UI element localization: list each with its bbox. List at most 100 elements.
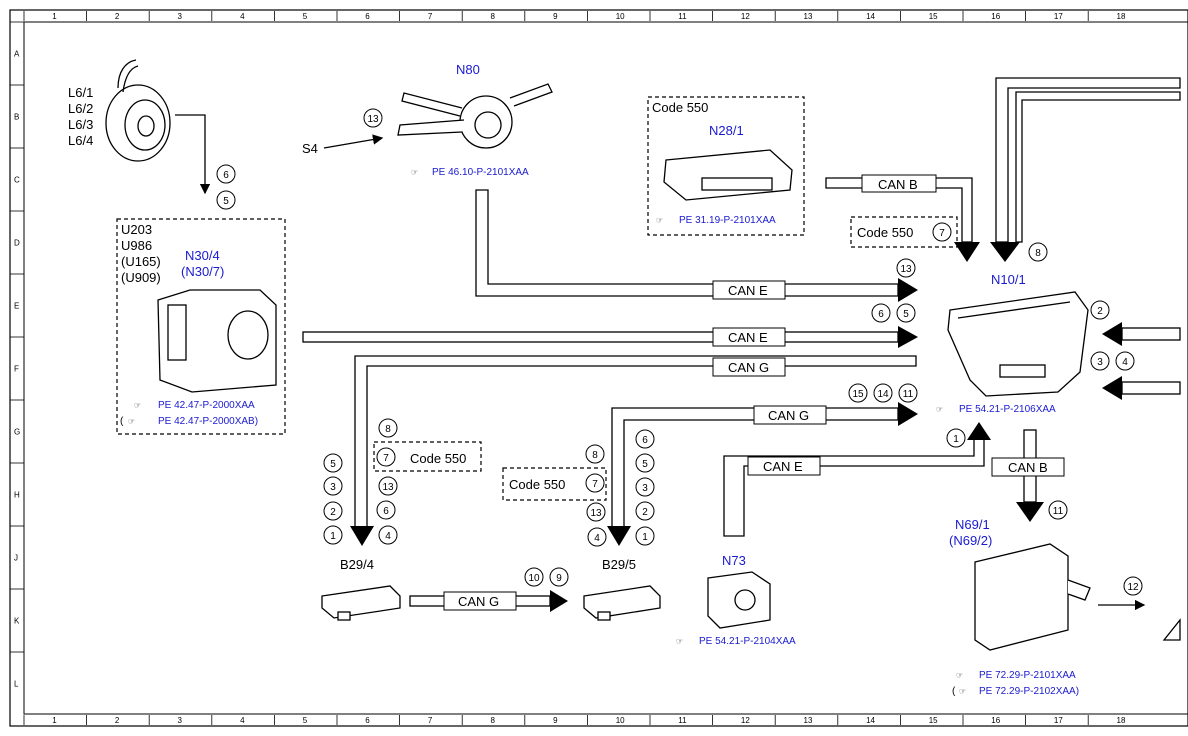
n30-4-ref1: PE 42.47-P-2000XAA — [158, 400, 255, 411]
grid-column-label: 14 — [866, 12, 875, 21]
n73-label: N73 — [722, 553, 746, 568]
callout-circle — [898, 383, 918, 403]
grid-row-label: A — [14, 50, 20, 59]
door-module-icon — [974, 543, 1069, 651]
callout-number: 2 — [330, 507, 336, 518]
callout-circle — [216, 164, 236, 184]
s4-label: S4 — [302, 141, 318, 156]
n10-1-ref: PE 54.21-P-2106XAA — [959, 404, 1056, 415]
callout-circle — [1028, 242, 1048, 262]
ref-hand-icon: ☞ — [656, 216, 663, 225]
callout-circle — [587, 527, 607, 547]
callout-number: 3 — [642, 483, 648, 494]
callout-number: 5 — [330, 459, 336, 470]
wire-can-e-2 — [302, 331, 899, 343]
n28-1-label: N28/1 — [709, 123, 744, 138]
grid-column-label: 16 — [991, 716, 1000, 725]
n10-1-label: N10/1 — [991, 272, 1026, 287]
callout-circle — [635, 526, 655, 546]
bus-labels: CAN B Code 550 CAN E CAN E CAN G CAN G C… — [373, 174, 1065, 611]
code550-box — [647, 96, 805, 236]
callout-circle — [871, 303, 891, 323]
grid-column-label: 7 — [428, 716, 433, 725]
callout-number: 4 — [594, 533, 600, 544]
callout-circle — [848, 383, 868, 403]
grid-column-label: 9 — [553, 12, 558, 21]
callout-circle — [586, 502, 606, 522]
ref-paren: ( — [952, 686, 956, 697]
can-b-label: CAN B — [1008, 460, 1048, 475]
callout-circle — [323, 501, 343, 521]
wire-can-e-1 — [475, 189, 899, 297]
n69-1-ref1: PE 72.29-P-2101XAA — [979, 670, 1076, 681]
grid-column-label: 4 — [240, 12, 245, 21]
callout-circle — [873, 383, 893, 403]
callout-number: 4 — [1122, 357, 1128, 368]
callout-circle — [635, 501, 655, 521]
grid-column-label: 8 — [491, 716, 496, 725]
n80-ref: PE 46.10-P-2101XAA — [432, 167, 529, 178]
grid-column-label: 18 — [1117, 12, 1126, 21]
n28-1-component: Code 550 N28/1 ☞ PE 31.19-P-2101XAA — [647, 96, 805, 236]
n30-4-ref2: PE 42.47-P-2000XAB) — [158, 416, 258, 427]
grid-column-label: 8 — [491, 12, 496, 21]
grid-column-label: 9 — [553, 716, 558, 725]
callout-circle — [524, 567, 544, 587]
callout-circle — [932, 222, 952, 242]
sensor-icon — [583, 585, 661, 619]
callout-number: 6 — [642, 435, 648, 446]
outer-frame — [9, 9, 1188, 727]
ref-hand-icon: ☞ — [411, 168, 418, 177]
can-g-label: CAN G — [728, 360, 769, 375]
callout-number: 1 — [642, 532, 648, 543]
wire-can-e-3 — [723, 437, 985, 537]
grid-row-label: F — [14, 365, 19, 374]
callout-number: 3 — [330, 482, 336, 493]
callout-circle — [378, 418, 398, 438]
n73-component: N73 ☞ PE 54.21-P-2104XAA — [676, 553, 796, 647]
variant-label: U986 — [121, 238, 152, 253]
callout-circle — [946, 428, 966, 448]
n30-7-label: (N30/7) — [181, 264, 224, 279]
callout-number: 13 — [590, 508, 602, 519]
callout-circle — [323, 453, 343, 473]
can-g-label: CAN G — [768, 408, 809, 423]
l6-label: L6/4 — [68, 133, 93, 148]
l6-label: L6/3 — [68, 117, 93, 132]
b29-4-label: B29/4 — [340, 557, 374, 572]
grid-column-label: 4 — [240, 716, 245, 725]
callout-circle — [363, 108, 383, 128]
callout-number: 8 — [1035, 248, 1041, 259]
callout-number: 2 — [1097, 306, 1103, 317]
grid-row-label: B — [14, 113, 19, 122]
callout-number: 13 — [900, 264, 912, 275]
callout-circle — [378, 476, 398, 496]
callout-circle — [1048, 500, 1068, 520]
callout-circle — [216, 190, 236, 210]
callout-circle — [1090, 351, 1110, 371]
n10-1-component: N10/1 ☞ PE 54.21-P-2106XAA — [936, 272, 1089, 415]
sam-module-icon — [947, 291, 1089, 397]
grid-row-label: J — [14, 554, 18, 563]
grid-row-label: D — [14, 239, 20, 248]
can-e-label: CAN E — [728, 330, 768, 345]
grid-column-label: 17 — [1054, 12, 1063, 21]
can-e-label: CAN E — [763, 459, 803, 474]
callout-number: 1 — [953, 434, 959, 445]
sensor-icon — [321, 585, 401, 619]
callout-number: 1 — [330, 531, 336, 542]
grid-row-label: E — [14, 302, 19, 311]
ref-hand-icon: ☞ — [959, 687, 966, 696]
callout-circle — [323, 476, 343, 496]
callout-circle — [323, 525, 343, 545]
callout-circle — [635, 477, 655, 497]
callout-circle — [896, 258, 916, 278]
inner-frame — [23, 21, 1188, 715]
callout-number: 5 — [223, 196, 229, 207]
l6-label: L6/1 — [68, 85, 93, 100]
callout-circle — [585, 473, 605, 493]
can-b-label: CAN B — [878, 177, 918, 192]
code550-label: Code 550 — [509, 477, 565, 492]
